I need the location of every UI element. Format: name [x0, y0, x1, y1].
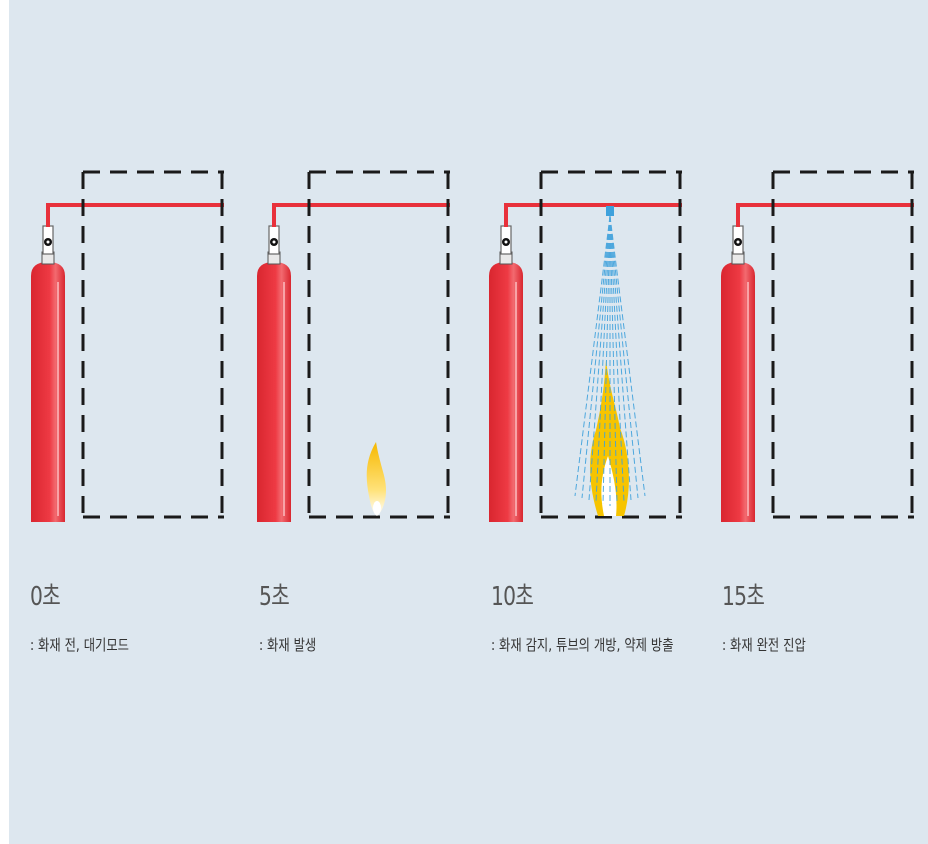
- stage-1-time: 0초: [30, 582, 61, 612]
- extinguishing-agent-spray: [574, 215, 646, 506]
- stage-1-description: : 화재 전, 대기모드: [30, 636, 130, 654]
- stage-15-cylinder-unit: [719, 170, 916, 524]
- stage-0-cylinder-unit: [29, 170, 226, 524]
- nozzle-icon: [606, 206, 614, 216]
- stage-3-time: 10초: [491, 582, 534, 612]
- stage-2-description: : 화재 발생: [259, 636, 317, 654]
- stage-2-time: 5초: [259, 582, 290, 612]
- small-flame-icon: [366, 442, 386, 516]
- stage-4-time: 15초: [722, 582, 765, 612]
- stage-10-cylinder-unit: [487, 170, 684, 524]
- stage-3-description: : 화재 감지, 튜브의 개방, 약제 방출: [491, 636, 674, 654]
- stage-5-cylinder-unit: [255, 170, 452, 524]
- stage-4-description: : 화재 완전 진압: [722, 636, 806, 654]
- diagram-background: [9, 0, 928, 844]
